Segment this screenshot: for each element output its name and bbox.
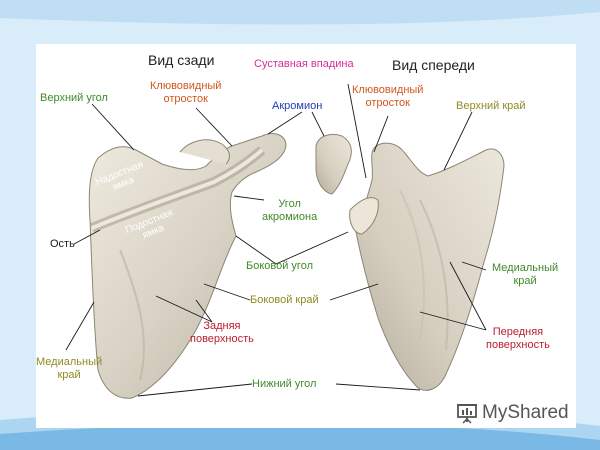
coracoid-process-label-right: Клювовидный отросток bbox=[352, 84, 424, 109]
inferior-angle-label: Нижний угол bbox=[252, 378, 317, 390]
superior-border-label: Верхний край bbox=[456, 100, 526, 112]
logo-text: MyShared bbox=[482, 402, 569, 423]
myshared-logo: MyShared bbox=[456, 402, 569, 424]
spine-label: Ость bbox=[50, 238, 75, 250]
lateral-border-label: Боковой край bbox=[250, 294, 319, 306]
leader-lines bbox=[65, 83, 487, 397]
back-view-heading: Вид сзади bbox=[148, 52, 215, 68]
scapula-posterior bbox=[88, 133, 287, 399]
anterior-surface-label: Передняя поверхность bbox=[486, 326, 550, 351]
superior-angle-label-left: Верхний угол bbox=[40, 92, 108, 104]
acromion-label: Акромион bbox=[272, 100, 323, 112]
presentation-board-icon bbox=[457, 404, 477, 424]
front-view-heading: Вид спереди bbox=[392, 57, 475, 73]
medial-border-label-right: Медиальный край bbox=[492, 262, 559, 287]
medial-border-label-left: Медиальный край bbox=[36, 356, 103, 381]
scapula-anterior bbox=[315, 133, 505, 391]
coracoid-process-label-left: Клювовидный отросток bbox=[150, 80, 222, 105]
lateral-angle-label: Боковой угол bbox=[246, 260, 313, 272]
acromial-angle-label: Угол акромиона bbox=[262, 198, 318, 223]
glenoid-cavity-label: Суставная впадина bbox=[254, 58, 354, 70]
posterior-surface-label: Задняя поверхность bbox=[190, 320, 254, 345]
